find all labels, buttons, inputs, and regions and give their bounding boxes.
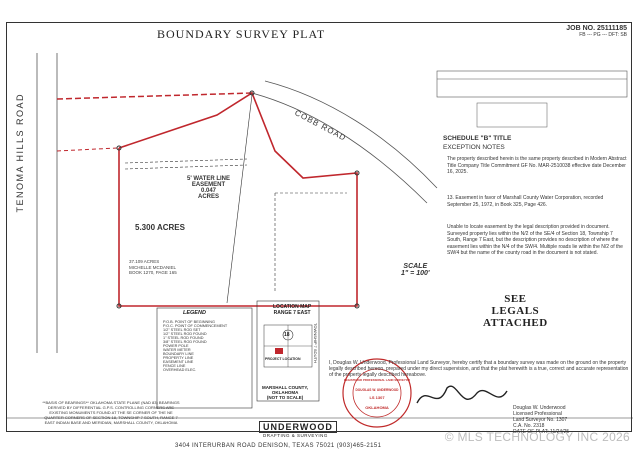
- tie-line: [56, 147, 118, 152]
- see-legals-line-3: ATTACHED: [483, 317, 548, 329]
- job-number-box: JOB NO. 25111185 FB --- PG --- DFT: SB: [537, 25, 627, 38]
- tract-acreage: 5.300 ACRES: [135, 223, 185, 232]
- easement-label: 5' WATER LINE EASEMENT 0.047 ACRES: [187, 176, 230, 200]
- survey-sheet: BOUNDARY SURVEY PLAT JOB NO. 25111185 FB…: [6, 22, 633, 449]
- scale-label: SCALE: [403, 263, 428, 270]
- map-bottom-line-1: MARSHALL COUNTY,: [262, 385, 309, 390]
- corner-marker: [354, 303, 360, 309]
- legend-row: P.O.C. POINT OF COMMENCEMENT: [163, 324, 228, 328]
- project-location-marker: [275, 348, 283, 354]
- surveyor-certification: I, Douglas W. Underwood, Professional La…: [329, 360, 629, 379]
- owner-line-2: MICHELLE MCDANIEL: [129, 264, 177, 270]
- road-label-tenoma: TENOMA HILLS ROAD: [15, 93, 25, 213]
- surveyor-signature: [416, 385, 508, 404]
- signature-line-2: Licensed Professional: [513, 411, 562, 417]
- job-number: JOB NO. 25111185: [566, 25, 627, 32]
- section-circle: [282, 329, 294, 341]
- legend-row: 1" STEEL ROD FOUND: [163, 336, 204, 340]
- seal-text-layer: REGISTERED PROFESSIONAL LAND SURVEYOR DO…: [344, 378, 410, 410]
- curve-table: [436, 70, 628, 98]
- seal-number-text: LS 1307: [369, 395, 385, 400]
- schedule-b-intro: The property described herein is the sam…: [447, 156, 627, 176]
- see-legals-line-2: LEGALS: [491, 305, 540, 317]
- line-table: [476, 102, 548, 128]
- legend-row: BOUNDARY LINE: [163, 352, 194, 356]
- owner-line-1: 37.109 ACRES: [129, 259, 160, 264]
- see-legals-note: SEE LEGALS ATTACHED: [483, 293, 548, 329]
- seal-bottom-text: OKLAHOMA: [365, 405, 389, 410]
- schedule-b-item-13: 13. Easement in favor of Marshall County…: [447, 195, 604, 208]
- legend-row: OVERHEAD ELEC.: [163, 368, 197, 372]
- seal-top-text: REGISTERED PROFESSIONAL LAND SURVEYOR: [344, 378, 410, 382]
- corner-marker: [116, 145, 122, 151]
- firm-address: 3404 INTERURBAN ROAD DENISON, TEXAS 7502…: [175, 443, 382, 449]
- legend-rows: P.O.B. POINT OF BEGINNING P.O.C. POINT O…: [163, 320, 227, 372]
- legend-row: PROPERTY LINE: [163, 356, 194, 360]
- easement-line-4: ACRES: [197, 194, 219, 200]
- easement-line-2: [124, 164, 248, 170]
- legend-row: 1/2" STEEL ROD SET: [163, 328, 201, 332]
- corner-marker: [354, 170, 360, 176]
- map-title-line-2: RANGE 7 EAST: [273, 310, 311, 316]
- signature-line-4: C.A. No. 2318: [513, 423, 545, 429]
- north-line-dashed: [56, 92, 253, 100]
- map-bottom-line-3: (NOT TO SCALE): [266, 395, 304, 400]
- corner-marker: [116, 303, 122, 309]
- corner-marker: [249, 90, 255, 96]
- firm-subtitle: DRAFTING & SURVEYING: [263, 433, 328, 438]
- easement-line-2: EASEMENT: [191, 182, 226, 188]
- plat-drawing: [7, 53, 633, 428]
- schedule-b-title: SCHEDULE "B" TITLE: [443, 135, 512, 142]
- job-subline: FB --- PG --- DFT: SB: [579, 32, 627, 38]
- legend-row: WATER METER: [163, 348, 191, 352]
- map-bottom-line-2: OKLAHOMA: [271, 390, 299, 395]
- legend-row: FENCE LINE: [163, 364, 186, 368]
- cobb-road-edge-1: [251, 92, 428, 204]
- project-location-label: PROJECT LOCATION: [265, 357, 301, 361]
- cobb-road-edge-2: [264, 80, 438, 189]
- firm-logo: UNDERWOOD: [259, 421, 337, 433]
- location-map-box: [256, 300, 320, 402]
- plat-title: BOUNDARY SURVEY PLAT: [157, 27, 326, 41]
- location-map-title: LOCATION MAP RANGE 7 EAST: [273, 304, 311, 316]
- surveyor-signature-block: Douglas W. Underwood Licensed Profession…: [513, 405, 569, 435]
- signature-line-5: DATE OF PLAT: 11/24/25: [513, 429, 570, 435]
- legend-row: POWER POLE: [163, 344, 189, 348]
- seal-name-text: DOUGLAS W. UNDERWOOD: [356, 388, 400, 392]
- owner-line-3: BOOK 1270, PAGE 165: [129, 270, 177, 275]
- legend-row: 1/2" STEEL ROD FOUND: [163, 332, 207, 336]
- township-label: TOWNSHIP 7 SOUTH: [313, 323, 318, 363]
- schedule-b-subtitle: EXCEPTION NOTES: [443, 144, 505, 151]
- signature-line-1: Douglas W. Underwood: [513, 405, 566, 411]
- legend-row: 3/8" STEEL ROD FOUND: [163, 340, 207, 344]
- section-number: 18: [284, 332, 290, 338]
- schedule-b-unable-note: Unable to locate easement by the legal d…: [447, 224, 623, 257]
- legend-box: [156, 307, 253, 409]
- see-legals-line-1: SEE: [504, 293, 527, 305]
- scale-value: 1" = 100': [401, 270, 430, 277]
- map-title-line-1: LOCATION MAP: [273, 304, 312, 310]
- legend-title: LEGEND: [183, 310, 206, 316]
- easement-line-1: 5' WATER LINE: [187, 176, 230, 182]
- scale-note: SCALE 1" = 100': [401, 263, 430, 277]
- interior-line: [226, 94, 253, 304]
- easement-line: [124, 158, 248, 164]
- legend-row: P.O.B. POINT OF BEGINNING: [163, 320, 215, 324]
- easement-line-3: 0.047: [200, 188, 216, 194]
- location-map-county: MARSHALL COUNTY, OKLAHOMA (NOT TO SCALE): [262, 385, 308, 400]
- mls-watermark: © MLS TECHNOLOGY INC 2026: [444, 430, 630, 444]
- surveyor-seal: [342, 358, 412, 428]
- tract-owner: 37.109 ACRES MICHELLE MCDANIEL BOOK 1270…: [129, 259, 177, 276]
- signature-line-3: Land Surveyor No. 1307: [513, 417, 568, 423]
- tract-boundary: [118, 91, 358, 307]
- basis-of-bearings: **BASIS OF BEARINGS** OKLAHOMA STATE PLA…: [42, 400, 180, 425]
- legend-row: EASEMENT LINE: [163, 360, 194, 364]
